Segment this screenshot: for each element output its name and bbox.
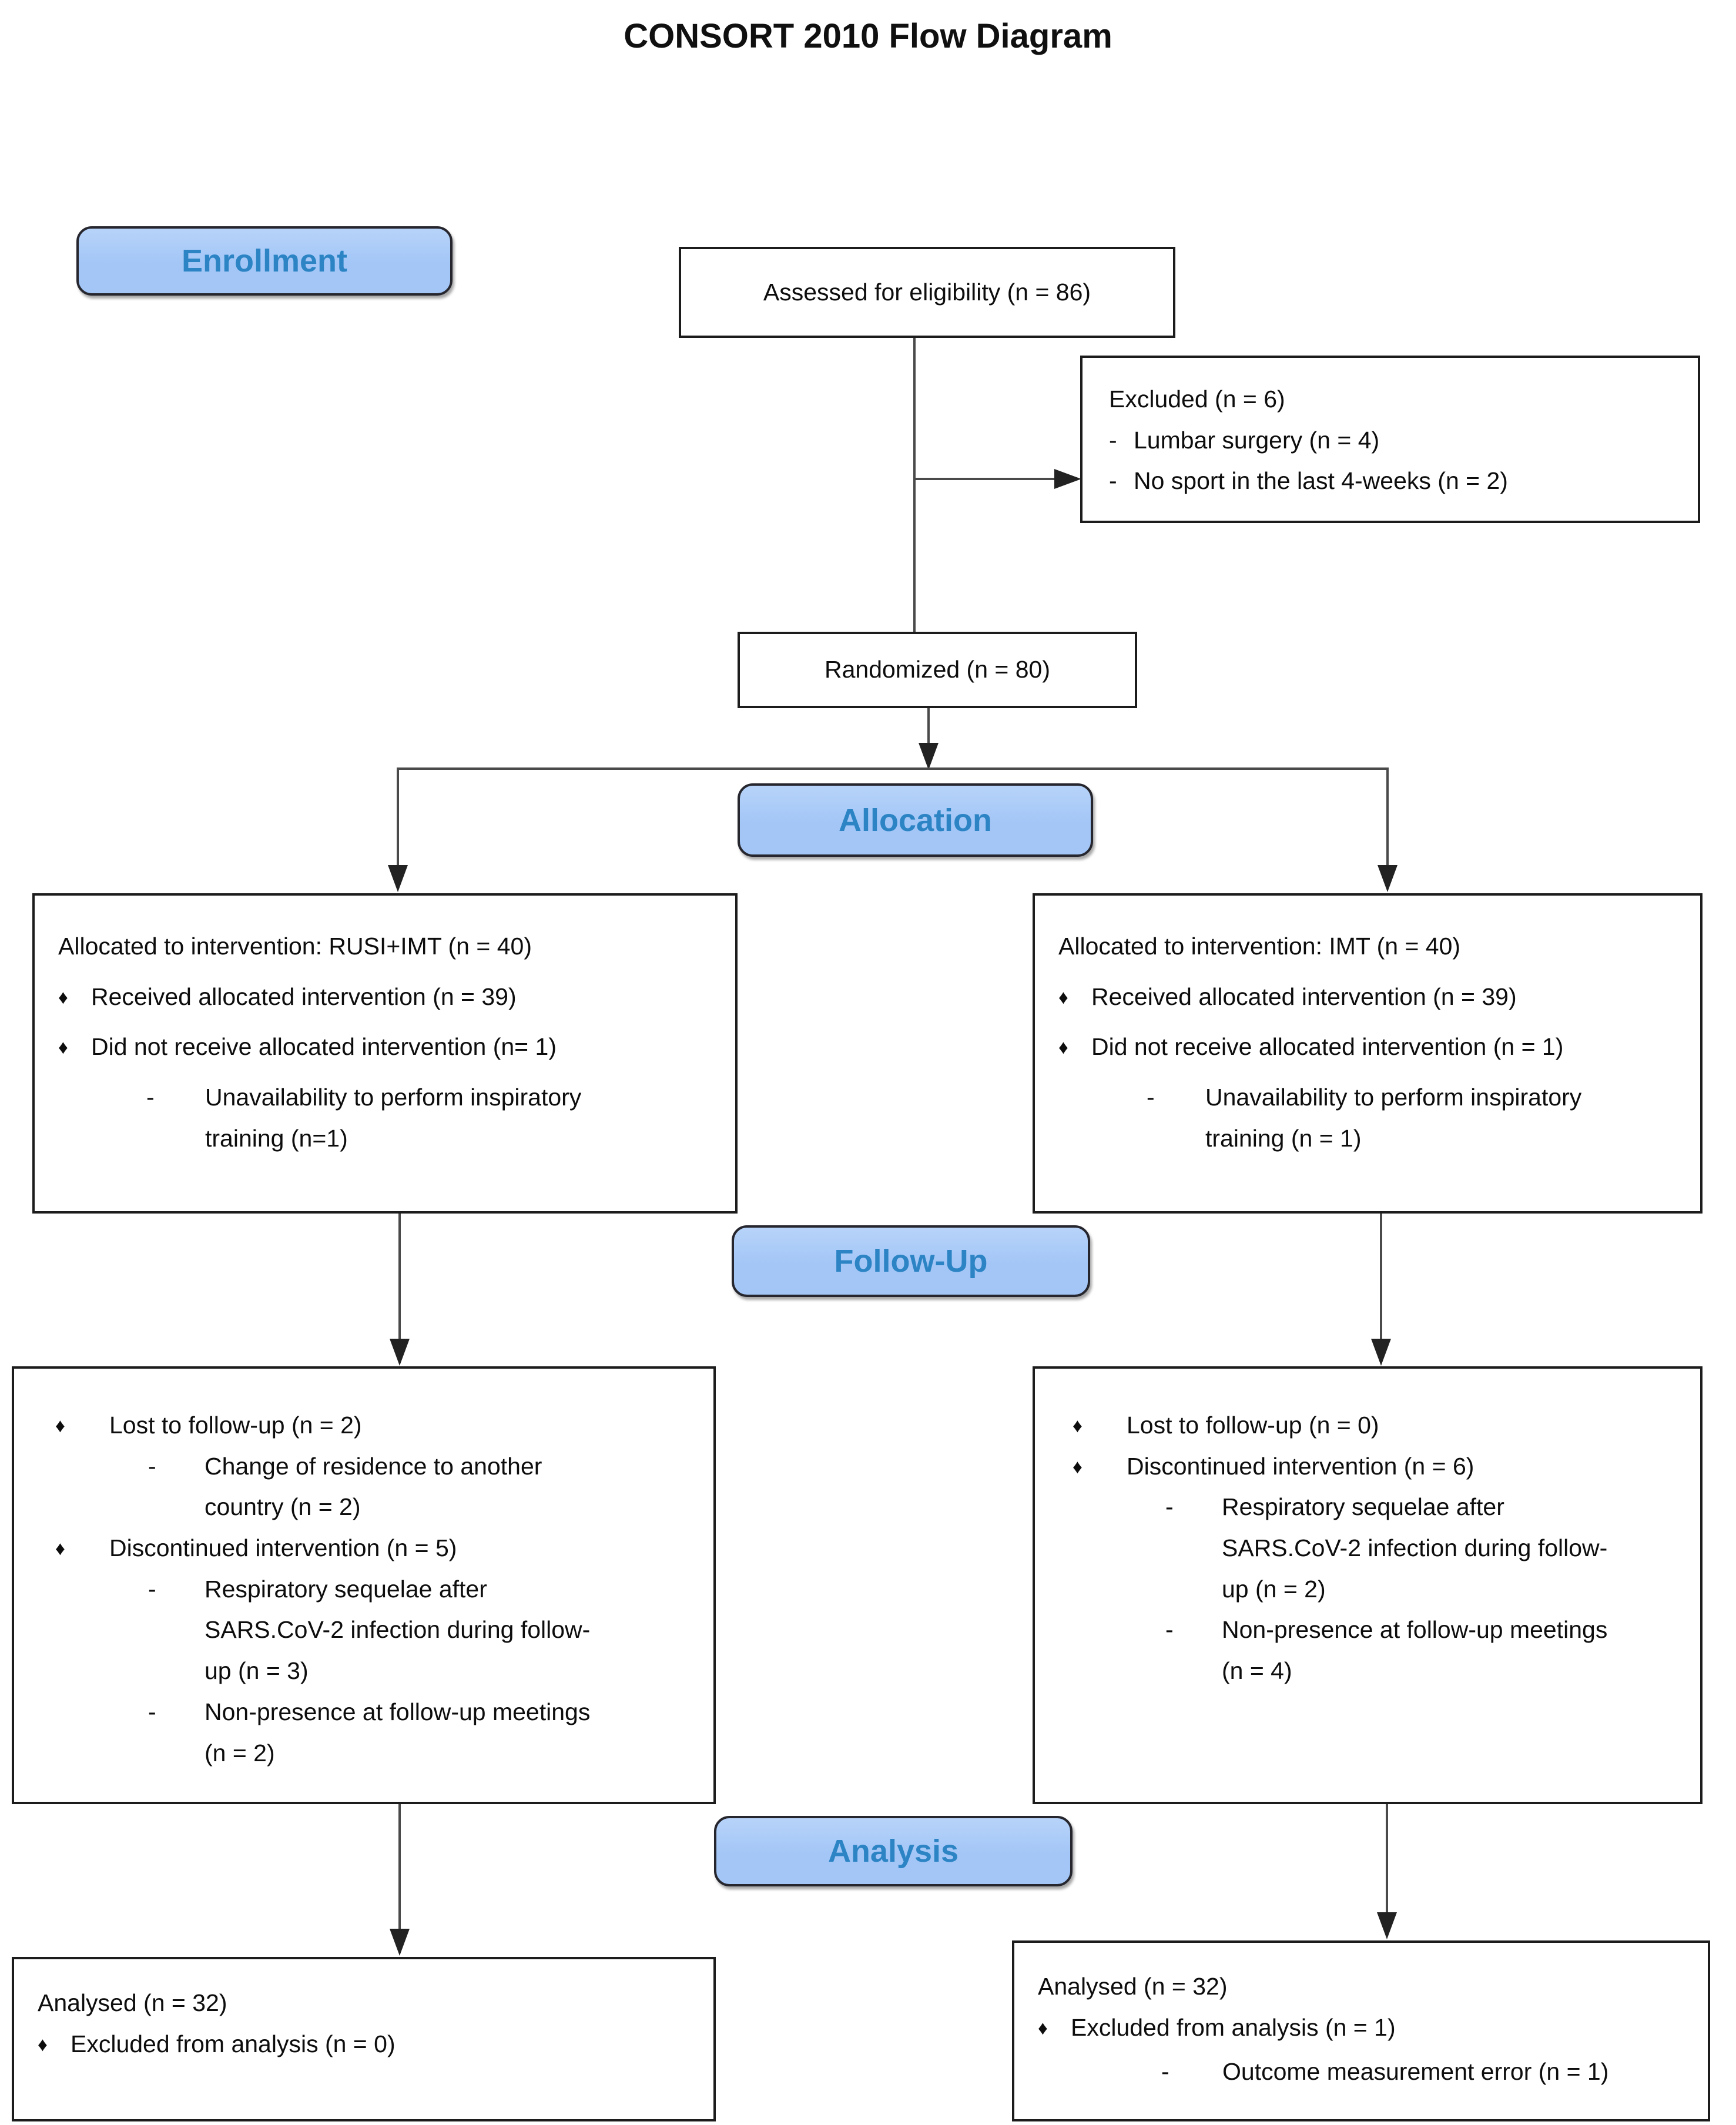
arrowhead-followup-right-icon — [1371, 1339, 1391, 1366]
connector-assessed-to-randomized — [913, 338, 916, 632]
arrowhead-excluded-icon — [1054, 469, 1081, 489]
analysis-subitem: - Outcome measurement error (n = 1) — [1161, 2058, 1609, 2086]
page-title: CONSORT 2010 Flow Diagram — [624, 17, 1112, 55]
follow-up-imt-box: ♦ Lost to follow-up (n = 0) ♦ Discontinu… — [1033, 1366, 1703, 1804]
diamond-bullet-icon: ♦ — [58, 986, 68, 1008]
analysis-item: ♦ Excluded from analysis (n = 0) — [38, 2024, 699, 2065]
connector-randomized-to-branch — [927, 708, 930, 745]
arrowhead-analysis-right-icon — [1377, 1912, 1397, 1939]
analysis-heading: Analysed (n = 32) — [1038, 1973, 1228, 2000]
diamond-bullet-icon: ♦ — [1073, 1455, 1083, 1477]
diamond-bullet-icon: ♦ — [1038, 2016, 1048, 2039]
analysis-item: ♦ Excluded from analysis (n = 1) — [1038, 2007, 1696, 2049]
follow-up-subitem: - Non-presence at follow-up meetings (n … — [148, 1698, 591, 1767]
analysis-rusi-imt-box: Analysed (n = 32) ♦ Excluded from analys… — [12, 1957, 716, 2121]
arrowhead-followup-left-icon — [390, 1339, 410, 1366]
excluded-reason: - No sport in the last 4-weeks (n = 2) — [1109, 467, 1508, 495]
diamond-bullet-icon: ♦ — [1058, 1036, 1068, 1058]
stage-label-follow-up-text: Follow-Up — [834, 1244, 988, 1279]
branch-line-allocation — [397, 767, 1389, 770]
follow-up-item: ♦ Lost to follow-up (n = 0) — [1073, 1405, 1688, 1446]
allocation-item: ♦ Did not receive allocated intervention… — [1058, 1027, 1685, 1068]
diamond-bullet-icon: ♦ — [1058, 986, 1068, 1008]
allocation-rusi-imt-box: Allocated to intervention: RUSI+IMT (n =… — [32, 893, 738, 1214]
arrowhead-alloc-right-icon — [1378, 865, 1397, 892]
diamond-bullet-icon: ♦ — [55, 1537, 65, 1560]
randomized-text: Randomized (n = 80) — [824, 656, 1050, 683]
arrowhead-branch-icon — [919, 743, 939, 770]
excluded-box: Excluded (n = 6) - Lumbar surgery (n = 4… — [1080, 356, 1700, 523]
diamond-bullet-icon: ♦ — [55, 1415, 65, 1436]
assessed-text: Assessed for eligibility (n = 86) — [763, 278, 1091, 306]
connector-alloc-to-followup-left — [398, 1214, 401, 1340]
connector-branch-to-alloc-right — [1386, 767, 1389, 866]
follow-up-subitem: - Respiratory sequelae after SARS.CoV-2 … — [1165, 1493, 1608, 1603]
analysis-heading: Analysed (n = 32) — [38, 1989, 227, 2016]
assessed-for-eligibility-box: Assessed for eligibility (n = 86) — [679, 247, 1175, 338]
stage-label-enrollment-text: Enrollment — [181, 243, 348, 279]
stage-label-allocation-text: Allocation — [838, 802, 992, 838]
stage-label-analysis: Analysis — [714, 1816, 1073, 1886]
analysis-imt-box: Analysed (n = 32) ♦ Excluded from analys… — [1012, 1940, 1710, 2121]
follow-up-subitem: - Respiratory sequelae after SARS.CoV-2 … — [148, 1575, 591, 1685]
diamond-bullet-icon: ♦ — [58, 1036, 68, 1058]
diamond-bullet-icon: ♦ — [38, 2033, 48, 2055]
allocation-subitem: - Unavailability to perform inspiratory … — [146, 1084, 582, 1152]
follow-up-subitem: - Change of residence to another country… — [148, 1452, 542, 1521]
arrowhead-analysis-left-icon — [390, 1929, 410, 1956]
diamond-bullet-icon: ♦ — [1073, 1415, 1083, 1436]
excluded-line: Excluded (n = 6) — [1109, 386, 1285, 413]
allocation-subitem: - Unavailability to perform inspiratory … — [1147, 1084, 1582, 1152]
follow-up-subitem: - Non-presence at follow-up meetings (n … — [1165, 1616, 1608, 1685]
follow-up-item: ♦ Discontinued intervention (n = 5) — [55, 1528, 699, 1569]
arrowhead-alloc-left-icon — [388, 865, 408, 892]
follow-up-item: ♦ Lost to follow-up (n = 2) — [55, 1405, 699, 1446]
allocation-heading: Allocated to intervention: RUSI+IMT (n =… — [58, 933, 532, 960]
excluded-reason: - Lumbar surgery (n = 4) — [1109, 426, 1380, 454]
connector-branch-to-alloc-left — [397, 767, 399, 866]
randomized-box: Randomized (n = 80) — [738, 632, 1137, 708]
allocation-heading: Allocated to intervention: IMT (n = 40) — [1058, 933, 1461, 960]
follow-up-rusi-imt-box: ♦ Lost to follow-up (n = 2) - Change of … — [12, 1366, 716, 1804]
allocation-item: ♦ Did not receive allocated intervention… — [58, 1027, 718, 1068]
stage-label-analysis-text: Analysis — [827, 1834, 959, 1869]
connector-alloc-to-followup-right — [1380, 1214, 1382, 1340]
connector-to-excluded — [913, 478, 1057, 480]
stage-label-enrollment: Enrollment — [76, 226, 453, 296]
follow-up-item: ♦ Discontinued intervention (n = 6) — [1073, 1446, 1688, 1487]
stage-label-follow-up: Follow-Up — [732, 1225, 1090, 1297]
allocation-item: ♦ Received allocated intervention (n = 3… — [58, 977, 718, 1018]
stage-label-allocation: Allocation — [738, 783, 1093, 857]
connector-followup-to-analysis-right — [1386, 1804, 1388, 1914]
allocation-imt-box: Allocated to intervention: IMT (n = 40) … — [1033, 893, 1703, 1214]
connector-followup-to-analysis-left — [398, 1804, 401, 1930]
allocation-item: ♦ Received allocated intervention (n = 3… — [1058, 977, 1685, 1018]
